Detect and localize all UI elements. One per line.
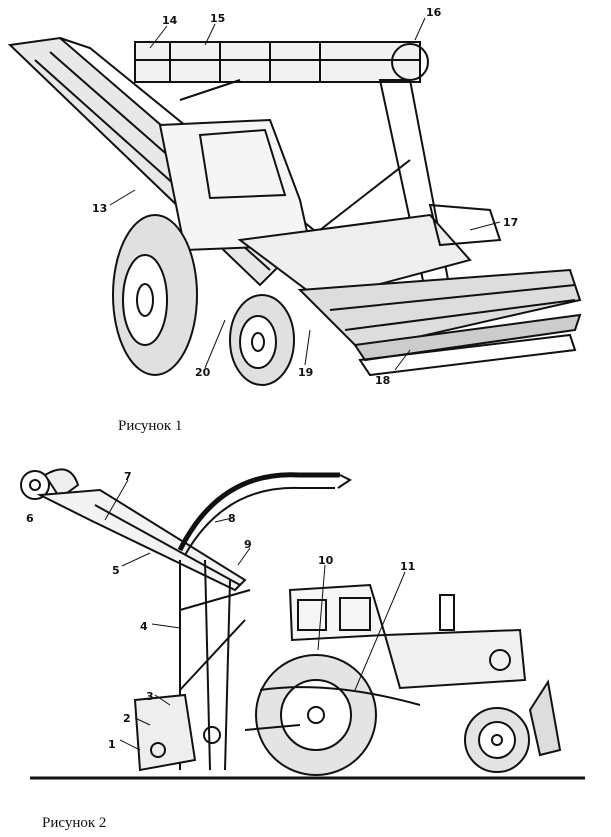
figure-1-caption: Рисунок 1 [118, 418, 183, 434]
callout-2: 2 [123, 712, 131, 725]
callout-4: 4 [140, 620, 148, 633]
callout-5: 5 [112, 564, 120, 577]
callout-17: 17 [503, 216, 518, 229]
callout-13: 13 [92, 202, 107, 215]
callout-19: 19 [298, 366, 313, 379]
callout-9: 9 [244, 538, 252, 551]
figure-1-illustration: 14 15 16 17 18 19 20 13 [0, 0, 611, 400]
callout-18: 18 [375, 374, 390, 387]
figure-2-caption: Рисунок 2 [42, 815, 107, 831]
figure-2-illustration: 1 2 3 4 5 6 7 8 9 10 11 [0, 450, 611, 810]
harvester-drawing: 14 15 16 17 18 19 20 13 [7, 6, 582, 387]
callout-20: 20 [195, 366, 211, 379]
callout-16: 16 [426, 6, 442, 19]
callout-14: 14 [162, 14, 178, 27]
callout-10: 10 [318, 554, 334, 567]
callout-15: 15 [210, 12, 225, 25]
callout-8: 8 [228, 512, 236, 525]
callout-3: 3 [146, 690, 154, 703]
harvester-side-view: 1 2 3 4 5 6 7 8 9 10 11 [20, 468, 585, 780]
callout-7: 7 [124, 470, 132, 483]
callout-11: 11 [400, 560, 415, 573]
callout-6: 6 [26, 512, 34, 525]
callout-1: 1 [108, 738, 116, 751]
